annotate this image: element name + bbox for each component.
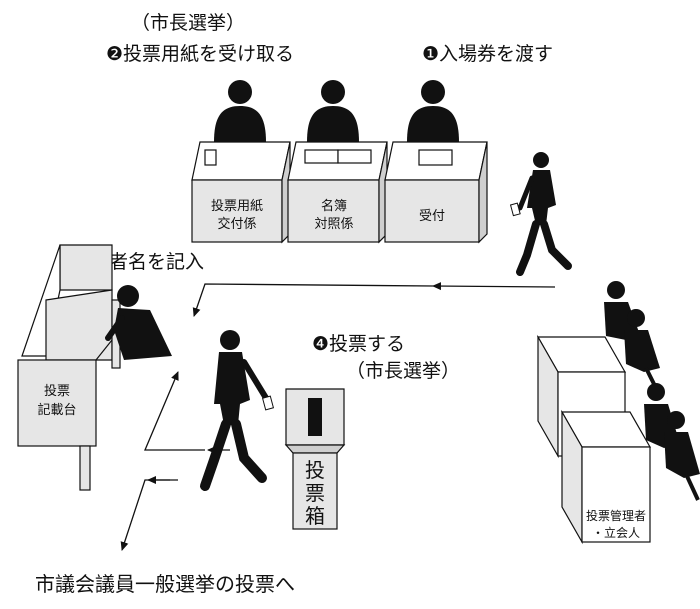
arrow-to-booth: [192, 283, 434, 317]
desk-ballot-paper-line2: 交付係: [217, 216, 256, 232]
step2-label: ❷投票用紙を受け取る: [106, 43, 294, 65]
step2-note: （市長選挙）: [131, 12, 245, 34]
arrow-to-council-vote: [120, 479, 178, 551]
step4-note: （市長選挙）: [346, 360, 460, 382]
ballot-box: 投 票 箱: [284, 388, 346, 530]
ballot-box-char2: 票: [305, 481, 325, 505]
reception-tray-icon: [418, 149, 453, 166]
ballot-paper-icon: [204, 149, 217, 166]
supervisor-label-line1: 投票管理者: [586, 508, 646, 523]
arrow-to-desks: [432, 282, 556, 291]
walking-voter-to-box-icon: [200, 330, 275, 491]
walking-voter-entering-icon: [509, 152, 572, 276]
register-book-right-icon: [337, 149, 372, 164]
staff-register-icon: [307, 80, 359, 142]
desk-reception-label: 受付: [419, 209, 445, 224]
writing-voter-icon: [105, 285, 172, 360]
desk-register: 名簿 対照係: [287, 141, 388, 244]
arrow-from-booth: [144, 371, 205, 451]
desk-ballot-paper-line1: 投票用紙: [211, 198, 263, 214]
ballot-box-char3: 箱: [305, 504, 325, 528]
supervisor-tables: 投票管理者 ・立会人: [536, 334, 652, 545]
supervisor-silhouettes-icon: [604, 281, 700, 501]
supervisor-label-line2: ・立会人: [592, 525, 640, 540]
staff-reception-icon: [407, 80, 459, 142]
desk-ballot-paper: 投票用紙 交付係: [191, 141, 291, 244]
step1-label: ❶入場券を渡す: [422, 43, 553, 65]
staff-ballot-paper-icon: [214, 80, 266, 142]
booth-label-line1: 投票: [44, 383, 70, 399]
desk-register-line2: 対照係: [314, 217, 353, 232]
desk-register-line1: 名簿: [321, 198, 347, 214]
step4-label: ❹投票する: [312, 333, 405, 355]
register-book-left-icon: [304, 149, 339, 164]
voting-booth: 投票 記載台: [17, 244, 121, 491]
footer-next-step: 市議会議員一般選挙の投票へ: [35, 572, 295, 596]
ballot-box-char1: 投: [305, 458, 325, 482]
ballot-slot-icon: [308, 398, 322, 436]
flow-arrows: [120, 282, 556, 551]
booth-label-line2: 記載台: [37, 402, 76, 418]
desk-reception: 受付: [384, 141, 488, 244]
